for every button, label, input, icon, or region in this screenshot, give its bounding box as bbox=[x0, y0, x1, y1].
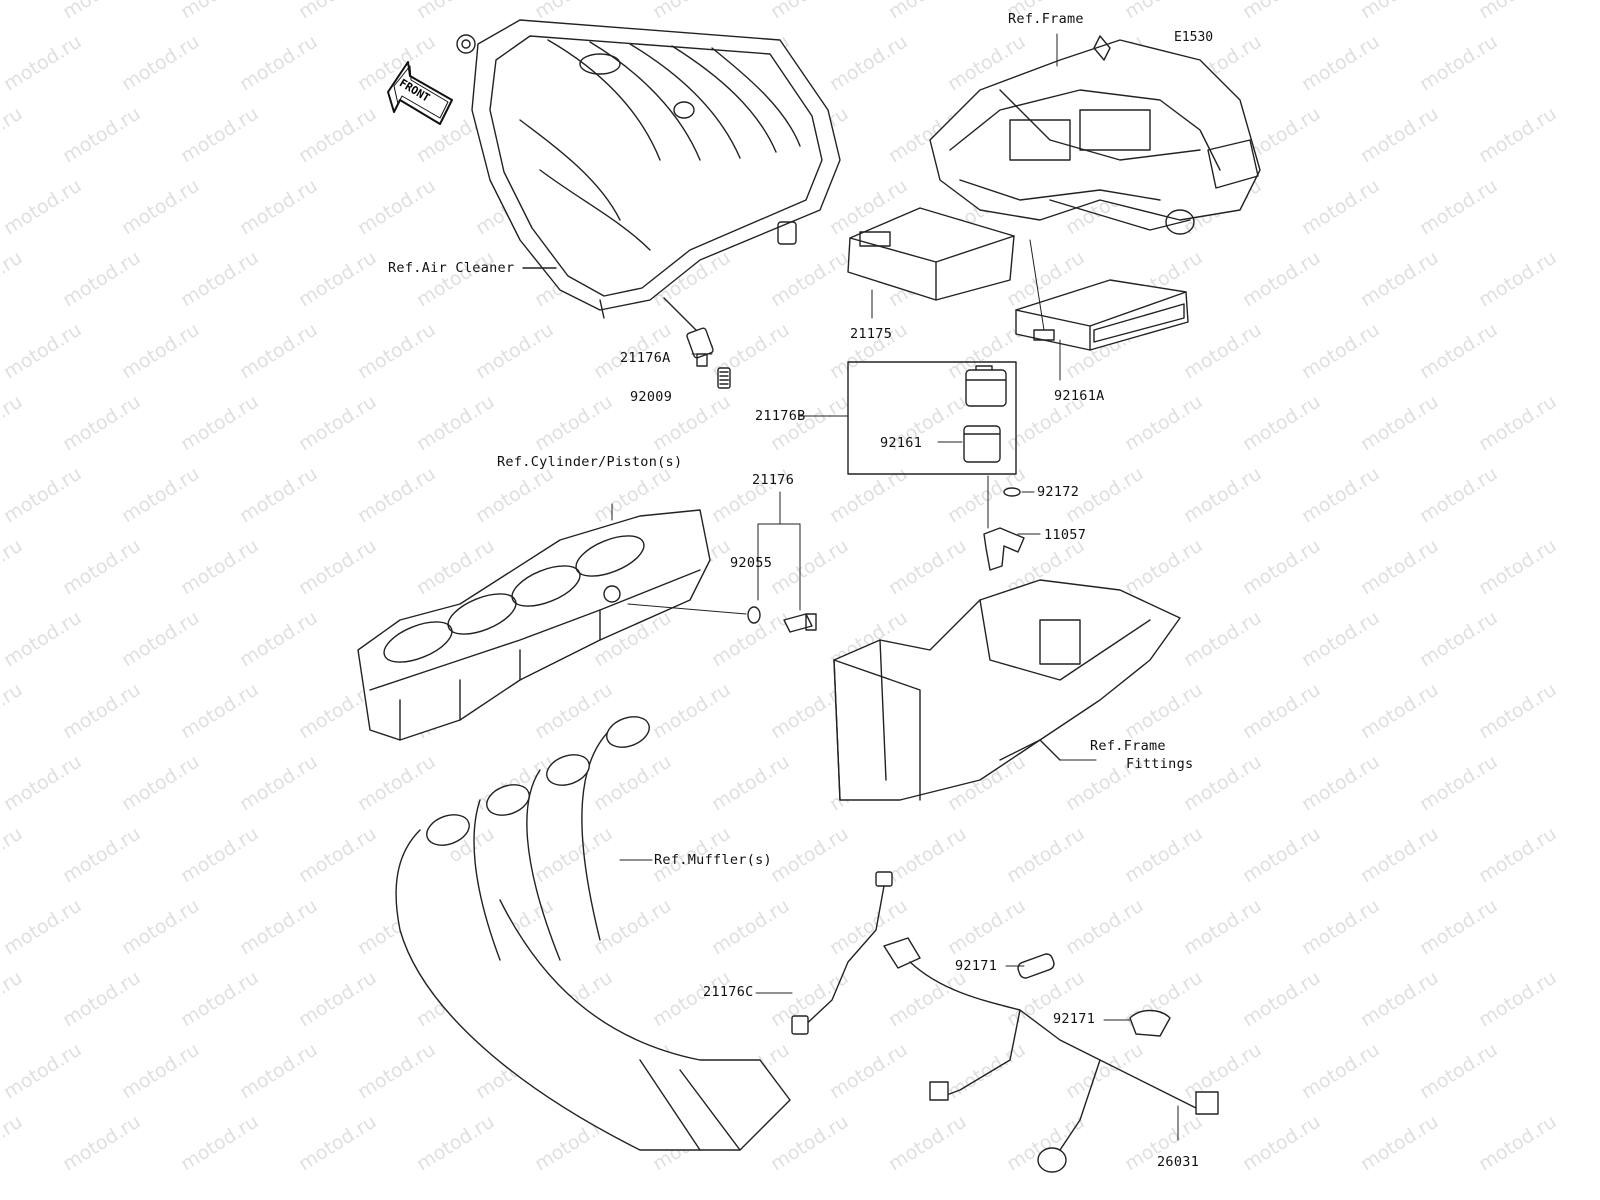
label-ref-cylinder: Ref.Cylinder/Piston(s) bbox=[497, 454, 683, 470]
label-ref-frame-fittings-1: Ref.Frame bbox=[1090, 738, 1166, 754]
diagram-code: E1530 bbox=[1174, 30, 1214, 45]
part-26031: 26031 bbox=[1157, 1154, 1200, 1170]
part-92055: 92055 bbox=[730, 555, 773, 571]
ecu-21175 bbox=[847, 207, 1015, 301]
oring-92055 bbox=[747, 606, 761, 624]
label-ref-frame: Ref.Frame bbox=[1008, 11, 1084, 27]
part-21176: 21176 bbox=[752, 472, 795, 488]
part-21176A: 21176A bbox=[620, 350, 671, 366]
part-92009: 92009 bbox=[630, 389, 673, 405]
part-92161: 92161 bbox=[880, 435, 923, 451]
label-ref-muffler: Ref.Muffler(s) bbox=[654, 852, 772, 868]
group-box-21176B bbox=[799, 361, 1017, 475]
frame-fittings-tray bbox=[833, 579, 1181, 801]
bolt-92009 bbox=[717, 367, 731, 389]
clip-92171-b bbox=[1129, 1009, 1171, 1037]
part-11057: 11057 bbox=[1044, 527, 1087, 543]
air-cleaner-housing bbox=[456, 19, 841, 319]
exhaust-headers bbox=[395, 716, 791, 1151]
part-92161A: 92161A bbox=[1054, 388, 1105, 404]
part-92171-a: 92171 bbox=[955, 958, 998, 974]
part-92172: 92172 bbox=[1037, 484, 1080, 500]
bracket-11057 bbox=[983, 527, 1025, 571]
part-92171-b: 92171 bbox=[1053, 1011, 1096, 1027]
sensor-21176A bbox=[663, 297, 714, 367]
frame-assembly bbox=[929, 35, 1261, 235]
sensor-21176 bbox=[783, 613, 817, 633]
harness-26031 bbox=[883, 937, 1219, 1173]
cylinder-block bbox=[357, 509, 711, 741]
part-21175: 21175 bbox=[850, 326, 893, 342]
label-ref-air-cleaner: Ref.Air Cleaner bbox=[388, 260, 515, 276]
screw-92172 bbox=[1003, 487, 1021, 497]
sensor-21176C bbox=[791, 871, 893, 1035]
part-21176C: 21176C bbox=[703, 984, 754, 1000]
part-21176B: 21176B bbox=[755, 408, 806, 424]
clip-92171-a bbox=[1017, 953, 1055, 979]
label-ref-frame-fittings-2: Fittings bbox=[1126, 756, 1194, 772]
cover-92161A bbox=[1015, 279, 1189, 351]
front-arrow-icon bbox=[387, 61, 453, 125]
